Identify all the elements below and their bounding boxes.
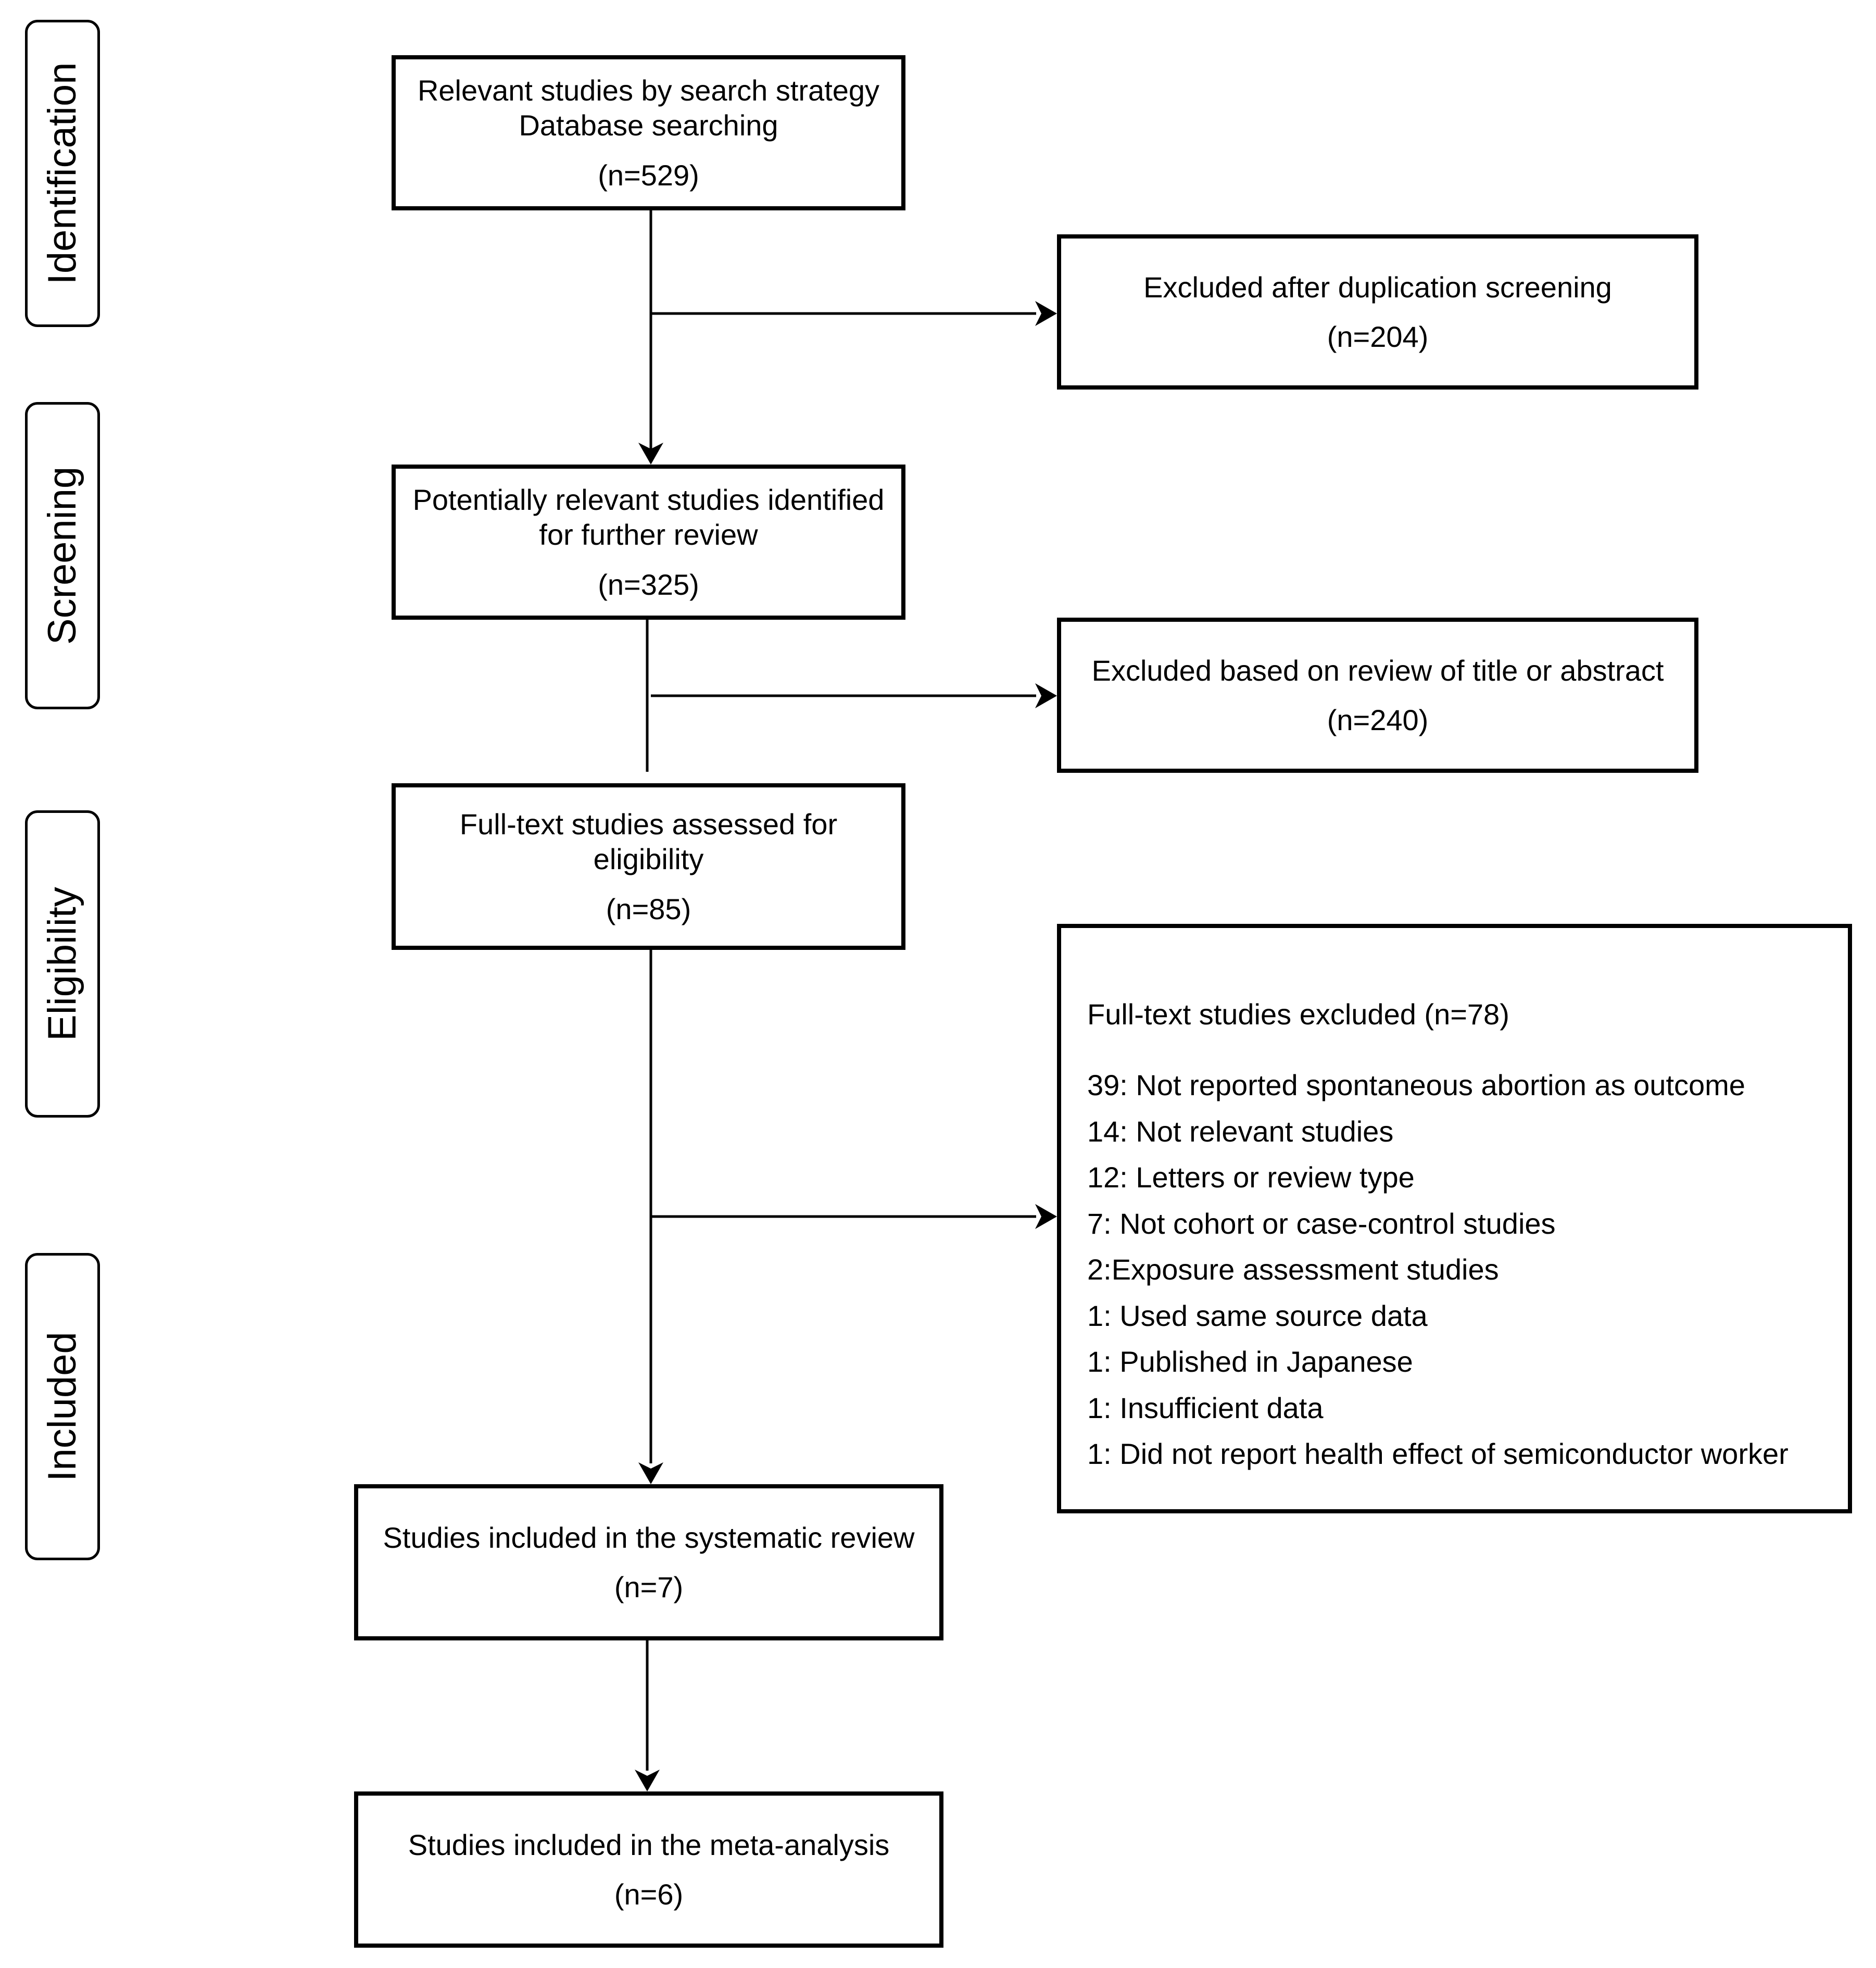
fulltext-excluded-title: Full-text studies excluded (n=78) xyxy=(1087,998,1509,1031)
phase-eligibility: Eligibility xyxy=(25,810,100,1118)
box-identified: Relevant studies by search strategy Data… xyxy=(392,55,905,210)
arrowhead-down xyxy=(638,443,663,465)
arrowhead-down xyxy=(635,1770,660,1791)
exclusion-reason: 12: Letters or review type xyxy=(1087,1161,1415,1194)
fulltext-assessed-line1: Full-text studies assessed for xyxy=(459,808,838,841)
exclusion-reason: 2:Exposure assessment studies xyxy=(1087,1253,1499,1286)
systematic-review-count: (n=7) xyxy=(614,1571,684,1603)
title-abstract-excluded-count: (n=240) xyxy=(1327,704,1429,736)
meta-analysis-count: (n=6) xyxy=(614,1878,684,1911)
box-systematic-review: Studies included in the systematic revie… xyxy=(354,1484,943,1640)
box-screened: Potentially relevant studies identified … xyxy=(392,465,905,620)
title-abstract-excluded-line1: Excluded based on review of title or abs… xyxy=(1091,654,1664,687)
identified-line2: Database searching xyxy=(519,109,778,142)
phase-screening: Screening xyxy=(25,402,100,709)
box-title-abstract-excluded: Excluded based on review of title or abs… xyxy=(1057,618,1698,773)
exclusion-reason: 7: Not cohort or case-control studies xyxy=(1087,1207,1556,1240)
systematic-review-line1: Studies included in the systematic revie… xyxy=(383,1521,915,1554)
arrowhead-right xyxy=(1035,301,1057,326)
box-fulltext-assessed: Full-text studies assessed for eligibili… xyxy=(392,783,905,950)
box-duplicates-excluded: Excluded after duplication screening (n=… xyxy=(1057,234,1698,390)
exclusion-reason: 1: Insufficient data xyxy=(1087,1391,1324,1424)
box-meta-analysis: Studies included in the meta-analysis (n… xyxy=(354,1791,943,1948)
screened-count: (n=325) xyxy=(598,568,699,601)
exclusion-reason: 14: Not relevant studies xyxy=(1087,1114,1394,1148)
fulltext-assessed-line2: eligibility xyxy=(593,843,704,876)
exclusion-reason: 1: Did not report health effect of semic… xyxy=(1087,1437,1789,1471)
exclusion-reason: 1: Used same source data xyxy=(1087,1299,1428,1332)
identified-line1: Relevant studies by search strategy xyxy=(417,74,880,107)
arrowhead-right xyxy=(1035,1204,1057,1229)
arrowhead-down xyxy=(638,1462,663,1484)
identified-count: (n=529) xyxy=(598,158,699,192)
screened-line2: for further review xyxy=(539,518,758,551)
exclusion-reason: 39: Not reported spontaneous abortion as… xyxy=(1087,1069,1745,1102)
meta-analysis-line1: Studies included in the meta-analysis xyxy=(408,1828,890,1861)
fulltext-assessed-count: (n=85) xyxy=(606,892,691,925)
screened-line1: Potentially relevant studies identified xyxy=(412,483,885,517)
duplicates-excluded-count: (n=204) xyxy=(1327,320,1429,353)
duplicates-excluded-line1: Excluded after duplication screening xyxy=(1143,270,1612,304)
box-fulltext-excluded: Full-text studies excluded (n=78) 39: No… xyxy=(1057,924,1852,1513)
phase-included: Included xyxy=(25,1253,100,1560)
phase-identification: Identification xyxy=(25,20,100,327)
exclusion-reason: 1: Published in Japanese xyxy=(1087,1345,1413,1378)
arrowhead-right xyxy=(1035,683,1057,708)
